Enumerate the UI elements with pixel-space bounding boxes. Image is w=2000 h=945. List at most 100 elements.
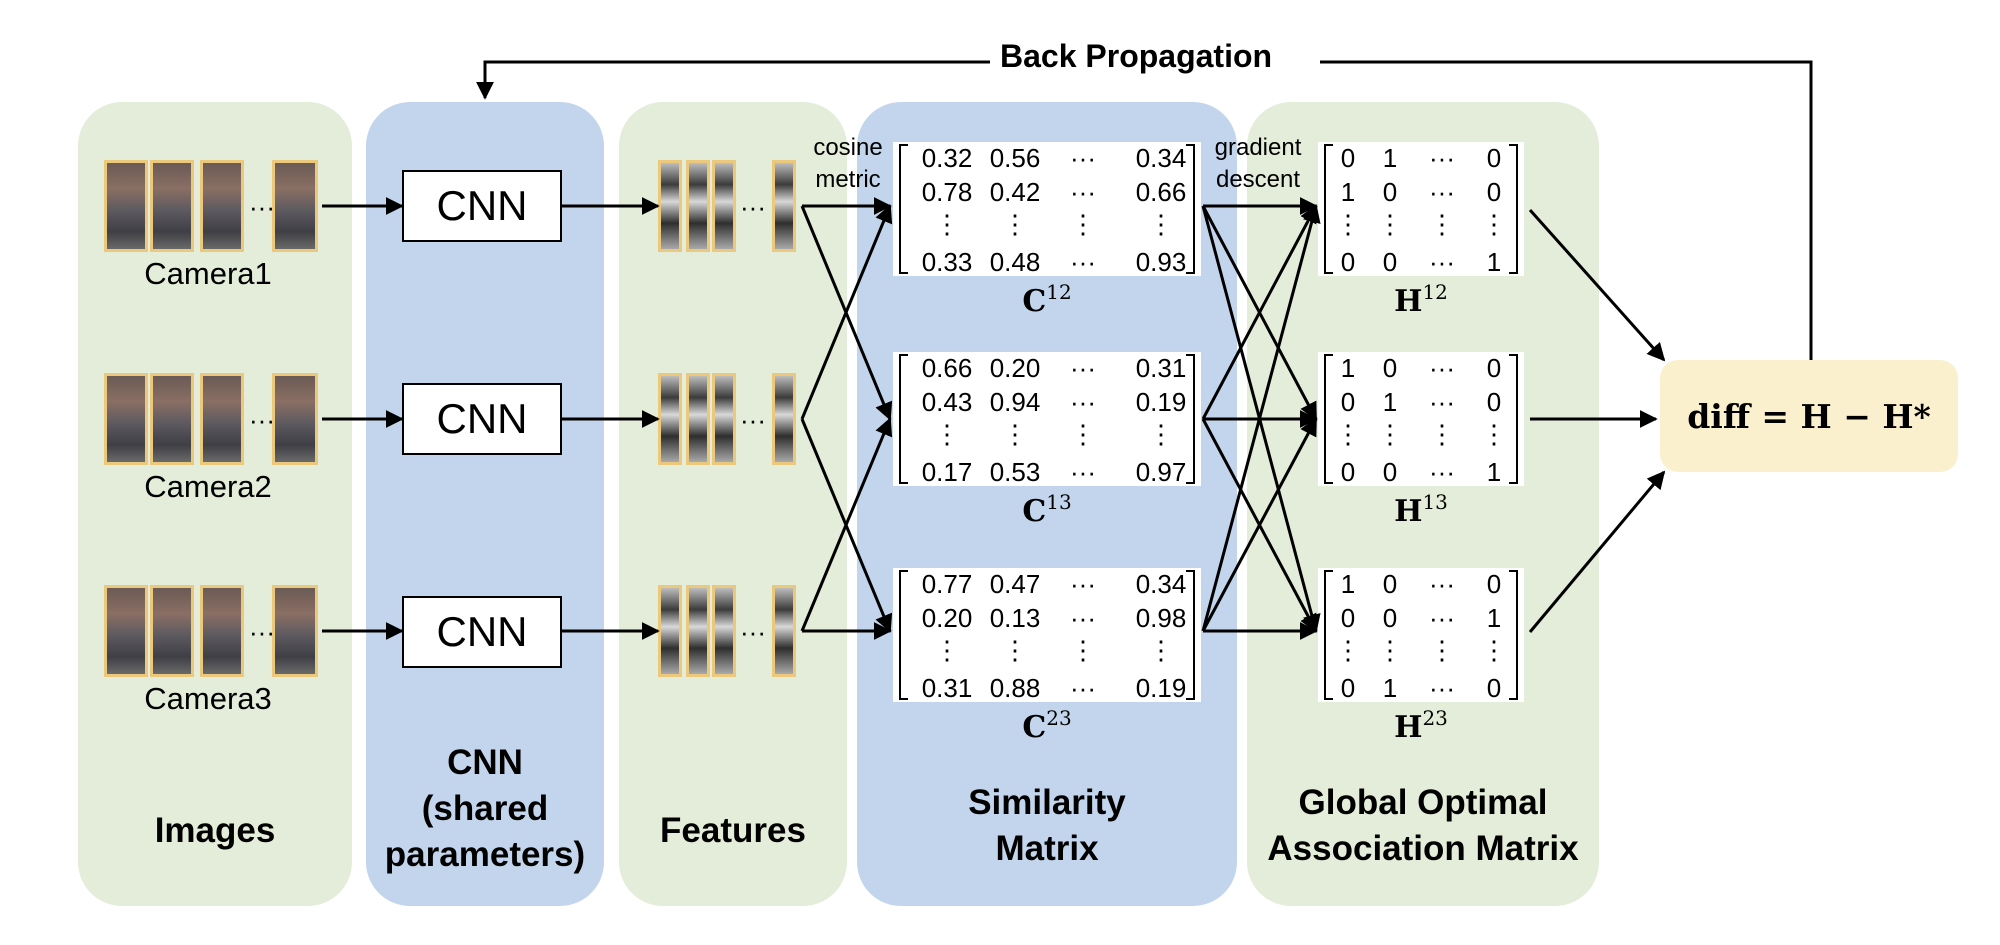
matrix-cell: 0 — [1340, 673, 1356, 703]
matrix-cell: 0.42 — [989, 177, 1041, 207]
matrix-cell: 0 — [1486, 177, 1502, 207]
matrix-cell: 1 — [1486, 247, 1502, 277]
matrix-cell: ⋮ — [1377, 419, 1403, 449]
matrix-cell: ⋮ — [1377, 209, 1403, 239]
camera2-feature-3 — [712, 373, 736, 465]
camera1-image-1 — [104, 160, 148, 252]
matrix-cell: 0 — [1340, 603, 1356, 633]
right-bracket — [1186, 144, 1195, 274]
right-bracket — [1509, 144, 1518, 274]
matrix-cell: 0.33 — [921, 247, 973, 277]
matrix-cell: ··· — [1429, 353, 1455, 383]
matrix-cell: 0.13 — [989, 603, 1041, 633]
matrix-cell: ⋮ — [1070, 419, 1096, 449]
matrix-cell: 1 — [1382, 143, 1398, 173]
left-bracket — [1324, 570, 1333, 700]
camera3-image-ellipsis: ··· — [249, 617, 275, 647]
matrix-cell: ⋮ — [1335, 419, 1361, 449]
camera1-image-ellipsis: ··· — [249, 192, 275, 222]
cnn-panel-title: CNN (shared parameters) — [384, 743, 586, 874]
camera3-feature-ellipsis: ··· — [740, 617, 766, 647]
matrix-cell: 0 — [1486, 387, 1502, 417]
matrix-cell: ··· — [1070, 457, 1096, 487]
matrix-cell: 0.94 — [989, 387, 1041, 417]
association-matrix-label: H12 — [1394, 280, 1448, 319]
back-propagation-line — [1320, 60, 1813, 360]
camera1-label: Camera1 — [144, 256, 272, 291]
matrix-cell: 0.19 — [1135, 673, 1187, 703]
matrix-cell: 0 — [1382, 457, 1398, 487]
matrix-cell: 1 — [1340, 353, 1356, 383]
feature2-to-similarity3-arrow — [800, 418, 893, 633]
matrix-cell: 0.31 — [921, 673, 973, 703]
cnn-box-3: CNN — [402, 596, 562, 668]
left-bracket — [1324, 144, 1333, 274]
matrix-cell: 0 — [1382, 569, 1398, 599]
camera2-image-1 — [104, 373, 148, 465]
right-bracket — [1509, 570, 1518, 700]
matrix-cell: ··· — [1429, 569, 1455, 599]
camera1-feature-ellipsis: ··· — [740, 192, 766, 222]
camera3-image-2 — [150, 585, 194, 677]
association-matrix-label: H23 — [1394, 706, 1448, 745]
association3-to-diff-arrow — [1528, 470, 1666, 633]
matrix-cell: ··· — [1070, 603, 1096, 633]
matrix-cell: 0.34 — [1135, 143, 1187, 173]
matrix-cell: ⋮ — [1429, 635, 1455, 665]
matrix-cell: ⋮ — [1148, 635, 1174, 665]
camera3-image-3 — [200, 585, 244, 677]
matrix-cell: ⋮ — [934, 419, 960, 449]
features-panel-title: Features — [660, 811, 806, 850]
left-bracket — [899, 570, 908, 700]
matrix-cell: 0 — [1486, 569, 1502, 599]
matrix-cell: ⋮ — [1070, 635, 1096, 665]
matrix-cell: ··· — [1070, 247, 1096, 277]
matrix-cell: 0.31 — [1135, 353, 1187, 383]
matrix-cell: 0.47 — [989, 569, 1041, 599]
similarity3-to-association1-arrow — [1201, 204, 1321, 632]
association-matrix-label: H13 — [1394, 490, 1448, 529]
cnn-box-2: CNN — [402, 383, 562, 455]
matrix-cell: ⋮ — [1429, 419, 1455, 449]
matrix-cell: 0 — [1340, 457, 1356, 487]
matrix-cell: ⋮ — [1002, 209, 1028, 239]
camera2-image-3 — [200, 373, 244, 465]
left-bracket — [899, 144, 908, 274]
matrix-cell: ··· — [1429, 387, 1455, 417]
back-propagation-label: Back Propagation — [1000, 38, 1273, 74]
matrix-cell: 0 — [1486, 673, 1502, 703]
matrix-cell: 0.19 — [1135, 387, 1187, 417]
camera2-feature-ellipsis: ··· — [740, 405, 766, 435]
left-bracket — [899, 354, 908, 484]
camera3-image-1 — [104, 585, 148, 677]
matrix-cell: 0 — [1486, 353, 1502, 383]
matrix-cell: ··· — [1070, 177, 1096, 207]
matrix-cell: 1 — [1340, 569, 1356, 599]
cnn-box-1: CNN — [402, 170, 562, 242]
matrix-cell: 0.34 — [1135, 569, 1187, 599]
matrix-cell: ⋮ — [1002, 419, 1028, 449]
left-bracket — [1324, 354, 1333, 484]
matrix-cell: ··· — [1429, 457, 1455, 487]
matrix-cell: ⋮ — [1335, 209, 1361, 239]
matrix-cell: 0.93 — [1135, 247, 1187, 277]
feature1-to-similarity2-arrow — [800, 205, 893, 421]
cosine-metric-label: cosine metric — [813, 134, 883, 193]
matrix-cell: ··· — [1429, 143, 1455, 173]
matrix-cell: 1 — [1486, 603, 1502, 633]
matrix-cell: 0 — [1340, 143, 1356, 173]
matrix-cell: 1 — [1340, 177, 1356, 207]
camera2-label: Camera2 — [144, 469, 272, 504]
camera2-feature-4 — [772, 373, 796, 465]
right-bracket — [1509, 354, 1518, 484]
matrix-cell: 0 — [1382, 247, 1398, 277]
matrix-cell: ⋮ — [1481, 635, 1507, 665]
camera2-image-ellipsis: ··· — [249, 405, 275, 435]
similarity-matrix-label: C13 — [1022, 490, 1072, 529]
matrix-cell: 0 — [1340, 247, 1356, 277]
matrix-cell: ⋮ — [1481, 209, 1507, 239]
association1-to-diff-arrow — [1528, 209, 1666, 362]
